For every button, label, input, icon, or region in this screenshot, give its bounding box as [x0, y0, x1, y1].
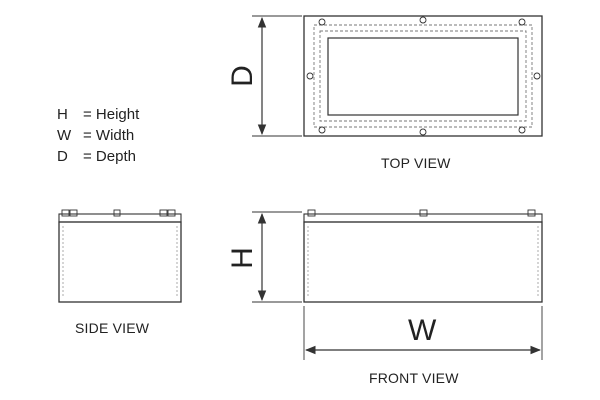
legend-text: = Depth [83, 148, 136, 165]
side-view [58, 209, 182, 303]
legend-text: = Height [83, 106, 140, 123]
legend-height: H = Height [57, 104, 139, 125]
top-view-gasket [313, 24, 533, 128]
side-view-hinges [61, 209, 176, 217]
front-view-label: FRONT VIEW [369, 370, 459, 386]
height-dimension [252, 211, 302, 303]
legend-key: W [57, 127, 72, 144]
legend-depth: D = Depth [57, 146, 139, 167]
legend-key: H [57, 106, 68, 123]
side-view-label: SIDE VIEW [75, 320, 150, 336]
front-view-hinges [307, 209, 536, 217]
front-view-lid [303, 213, 543, 223]
front-view [303, 209, 543, 303]
legend-width: W = Width [57, 125, 139, 146]
top-view-label: TOP VIEW [381, 155, 451, 171]
top-view-window [327, 37, 519, 116]
width-label: W [408, 314, 437, 347]
side-view-body [58, 221, 182, 303]
legend-text: = Width [83, 127, 135, 144]
height-label: H [225, 247, 259, 269]
top-view-screws [306, 16, 541, 136]
legend-key: D [57, 148, 68, 165]
width-dimension [303, 306, 543, 360]
top-view-outline [303, 15, 543, 137]
front-view-body [303, 221, 543, 303]
top-view [303, 15, 543, 137]
depth-dimension [252, 15, 302, 137]
top-view-opening [319, 30, 527, 122]
legend: H = Height W = Width D = Depth [57, 104, 139, 167]
depth-label: D [225, 65, 259, 87]
